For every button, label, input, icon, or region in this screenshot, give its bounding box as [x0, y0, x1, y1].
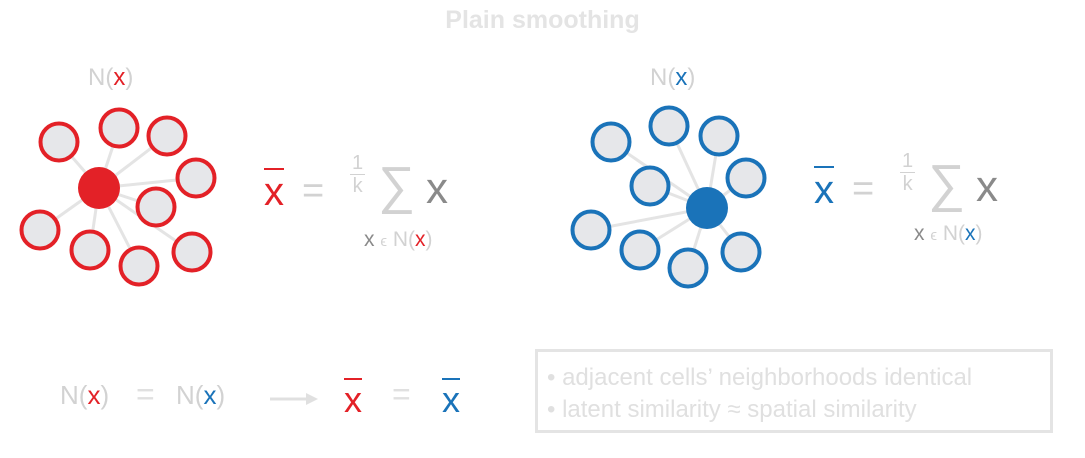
left-graph	[19, 107, 217, 287]
center-cell-node	[78, 167, 120, 209]
neighbor-cell-node	[570, 209, 612, 251]
neighbor-cell-node	[175, 157, 217, 199]
neighborhood-symbol: N(	[60, 380, 88, 410]
neighbor-cell-node	[171, 231, 213, 273]
equals-sign: =	[852, 168, 875, 210]
neighbor-cell-node	[118, 245, 160, 287]
element-of-symbol: ϵ	[930, 227, 937, 244]
equals-sign: =	[392, 376, 411, 412]
neighborhood-symbol: N(	[942, 222, 965, 245]
paren-close: )	[100, 380, 110, 410]
neighbor-cell-node	[98, 107, 140, 149]
neighbor-cell-node	[590, 121, 632, 163]
bottom-arrow	[270, 393, 318, 405]
neighbor-cell-node	[135, 186, 177, 228]
neighbor-cell-node	[146, 115, 188, 157]
neighborhood-symbol: N(	[392, 228, 415, 251]
neighborhood-symbol: N(	[88, 64, 114, 91]
sum-subscript: x ϵ N(x)	[364, 228, 433, 252]
neighborhood-symbol: N(	[176, 380, 204, 410]
neighbor-cell-node	[629, 165, 671, 207]
neighbor-cell-node	[69, 229, 111, 271]
sum-subscript: x ϵ N(x)	[914, 222, 983, 246]
neighbor-cell-node	[619, 229, 661, 271]
fraction-1-over-k: 1 k	[900, 150, 916, 195]
fraction-1-over-k: 1 k	[350, 152, 366, 197]
summand-x: x	[426, 164, 448, 213]
subscript-center-x: x	[415, 228, 426, 251]
figure-title: Plain smoothing	[445, 6, 640, 34]
left-neighborhood-label: N(x)	[88, 64, 133, 92]
bottom-equation: N(x) = N(x) x = x	[60, 376, 480, 426]
element-of-symbol: ϵ	[380, 233, 387, 250]
paren-close: )	[687, 64, 696, 91]
paren-close: )	[216, 380, 226, 410]
smoothed-x-red: x	[344, 378, 362, 420]
left-neighborhood: N(x)	[60, 380, 109, 411]
fraction-denominator: k	[352, 175, 363, 197]
neighbor-cell-node	[38, 121, 80, 163]
fraction-denominator: k	[902, 173, 913, 195]
note-item: • adjacent cells’ neighborhoods identica…	[547, 364, 973, 391]
paren-close: )	[425, 228, 433, 251]
right-graph	[570, 105, 767, 289]
summand-x: x	[976, 162, 998, 211]
paren-close: )	[975, 222, 983, 245]
paren-close: )	[125, 64, 134, 91]
center-cell-x: x	[675, 64, 688, 91]
neighbor-cell-node	[19, 209, 61, 251]
sum-symbol: ∑	[928, 155, 966, 213]
subscript-center-x: x	[965, 222, 976, 245]
smoothed-x-blue: x	[442, 378, 460, 420]
note-item: • latent similarity ≈ spatial similarity	[547, 396, 917, 423]
neighbor-cell-node	[725, 157, 767, 199]
right-neighborhood-label: N(x)	[650, 64, 695, 92]
smoothed-x-red: x	[264, 168, 284, 214]
equals-sign: =	[136, 376, 155, 412]
neighbor-cell-node	[667, 247, 709, 289]
center-cell-x: x	[113, 64, 126, 91]
neighbor-cell-node	[720, 231, 762, 273]
neighbor-cell-node	[698, 115, 740, 157]
fraction-numerator: 1	[350, 152, 366, 175]
sum-symbol: ∑	[378, 157, 416, 215]
neighborhood-symbol: N(	[650, 64, 676, 91]
equals-sign: =	[302, 170, 325, 212]
blue-x: x	[203, 380, 217, 410]
center-cell-node	[686, 187, 728, 229]
notes-box: • adjacent cells’ neighborhoods identica…	[535, 349, 1053, 433]
fraction-numerator: 1	[900, 150, 916, 173]
smoothed-x-blue: x	[814, 166, 834, 212]
neighbor-cell-node	[648, 105, 690, 147]
subscript-x: x	[364, 228, 375, 251]
right-neighborhood: N(x)	[176, 380, 225, 411]
subscript-x: x	[914, 222, 925, 245]
red-x: x	[87, 380, 101, 410]
